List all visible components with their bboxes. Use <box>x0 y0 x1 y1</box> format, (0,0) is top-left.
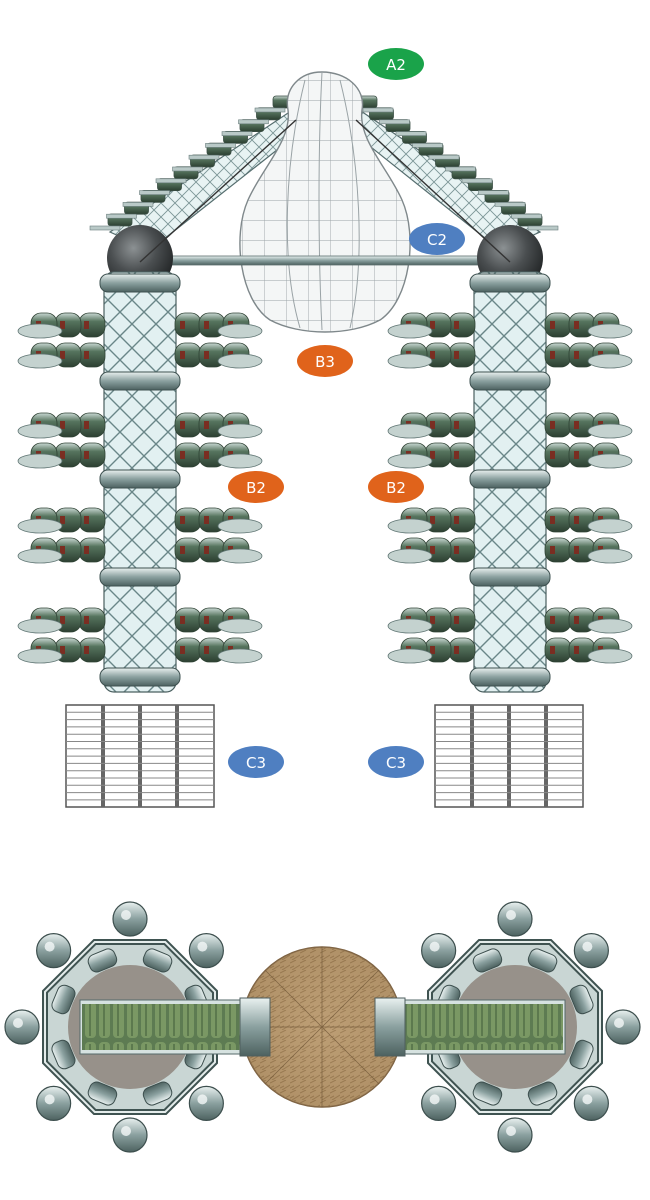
label-b2-left-badge <box>228 471 284 503</box>
label-c3-right-text: C3 <box>386 754 406 772</box>
label-a2-badge <box>368 48 424 80</box>
label-b2-right-text: B2 <box>386 479 406 497</box>
label-b3: B3 <box>297 345 353 377</box>
label-b2-left: B2 <box>228 471 284 503</box>
label-b2-right: B2 <box>368 471 424 503</box>
central-bulb <box>239 71 411 333</box>
label-c3-left-badge <box>228 746 284 778</box>
label-b3-badge <box>297 345 353 377</box>
label-c2: C2 <box>409 223 465 255</box>
tower-right <box>387 271 633 693</box>
label-c3-left: C3 <box>228 746 284 778</box>
plan-arm-left <box>79 997 271 1057</box>
plan-arm-right <box>374 997 566 1057</box>
solar-panel-array-left <box>65 704 215 808</box>
tower-left <box>17 271 263 693</box>
label-c3-right: C3 <box>368 746 424 778</box>
label-b2-right-badge <box>368 471 424 503</box>
label-a2-text: A2 <box>386 56 406 74</box>
label-b2-left-text: B2 <box>246 479 266 497</box>
label-c2-text: C2 <box>427 231 447 249</box>
label-c3-left-text: C3 <box>246 754 266 772</box>
label-c3-right-badge <box>368 746 424 778</box>
roof-truss-left <box>89 95 316 251</box>
label-c2-badge <box>409 223 465 255</box>
cross-beam <box>149 255 503 266</box>
plan-view <box>4 901 641 1153</box>
label-a2: A2 <box>368 48 424 80</box>
label-b3-text: B3 <box>315 353 335 371</box>
solar-panel-array-right <box>434 704 584 808</box>
